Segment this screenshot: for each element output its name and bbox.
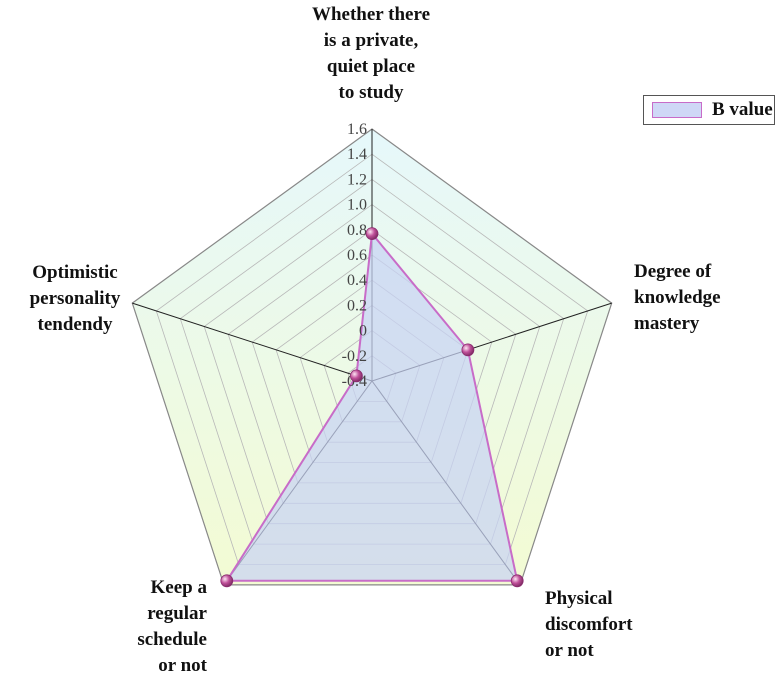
axis-label-line: Physical bbox=[545, 588, 613, 609]
axis-label-physical-discomfort: Physical discomfort or not bbox=[545, 586, 685, 664]
axis-label-optimistic-personality: Optimistic personality tendendy bbox=[4, 260, 146, 338]
radial-tick-label: -0.2 bbox=[342, 348, 367, 365]
axis-label-line: regular bbox=[147, 603, 207, 624]
legend-swatch bbox=[652, 102, 702, 118]
axis-label-line: personality bbox=[29, 288, 121, 309]
legend-label: B value bbox=[712, 99, 773, 120]
axis-label-line: or not bbox=[158, 655, 207, 676]
axis-label-line: to study bbox=[338, 82, 404, 103]
legend: B value bbox=[643, 95, 775, 125]
axis-label-regular-schedule: Keep a regular schedule or not bbox=[95, 575, 207, 679]
axis-label-line: Whether there bbox=[311, 4, 431, 25]
radial-ticks: -0.4-0.200.20.40.60.81.01.21.41.6 bbox=[342, 121, 367, 390]
radial-tick-label: 1.6 bbox=[347, 121, 367, 138]
axis-label-line: discomfort bbox=[545, 614, 633, 635]
radial-tick-label: 1.2 bbox=[347, 171, 367, 188]
radial-tick-label: 0.6 bbox=[347, 247, 367, 264]
data-point-marker bbox=[510, 574, 524, 588]
data-point-marker bbox=[365, 227, 379, 241]
axis-label-line: Keep a bbox=[150, 577, 207, 598]
axis-label-knowledge-mastery: Degree of knowledge mastery bbox=[634, 259, 774, 337]
series-polygon bbox=[224, 231, 519, 582]
axis-label-private-quiet-place: Whether there is a private, quiet place … bbox=[292, 2, 450, 106]
axis-label-line: knowledge bbox=[634, 287, 721, 308]
radial-tick-label: 0.2 bbox=[347, 297, 367, 314]
axis-label-line: or not bbox=[545, 640, 594, 661]
series-area bbox=[224, 231, 519, 582]
axis-label-line: Optimistic bbox=[32, 262, 118, 283]
radial-tick-label: 0 bbox=[359, 323, 367, 340]
axis-label-line: quiet place bbox=[326, 56, 416, 77]
axis-label-line: is a private, bbox=[323, 30, 419, 51]
axis-label-line: schedule bbox=[137, 629, 207, 650]
axis-spoke bbox=[132, 302, 373, 382]
radial-tick-label: 1.0 bbox=[347, 197, 367, 214]
axis-label-line: tendendy bbox=[37, 314, 113, 335]
axis-label-line: mastery bbox=[634, 313, 700, 334]
radial-tick-label: 1.4 bbox=[347, 146, 367, 163]
radial-tick-label: 0.8 bbox=[347, 222, 367, 239]
data-point-marker bbox=[461, 343, 475, 357]
data-point-marker bbox=[220, 574, 234, 588]
series-markers bbox=[220, 227, 524, 588]
radial-tick-label: 0.4 bbox=[347, 272, 367, 289]
grid-ring bbox=[131, 128, 613, 586]
data-point-marker bbox=[349, 369, 363, 383]
axis-label-line: Degree of bbox=[634, 261, 712, 282]
